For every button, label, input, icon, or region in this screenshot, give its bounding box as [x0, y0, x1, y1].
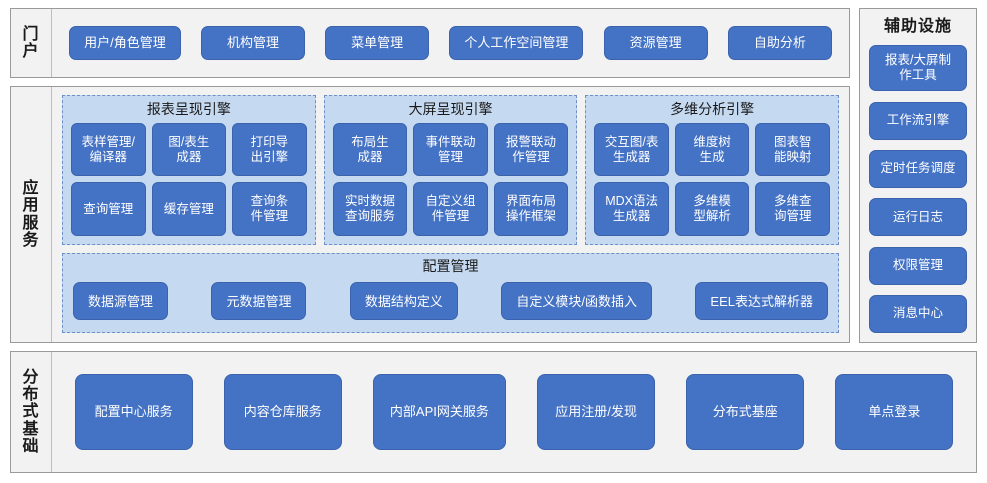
tile-cache-management[interactable]: 缓存管理: [151, 182, 227, 236]
engine-items-multidim-analysis: 交互图/表 生成器 维度树 生成 图表智 能映射 MDX语法 生成器 多维模 型…: [594, 122, 830, 236]
portal-tile-resource-management[interactable]: 资源管理: [603, 26, 708, 60]
application-services-section-label-text: 应用服务: [22, 179, 40, 249]
application-services-body: 报表呈现引擎 表样管理/ 编译器 图/表生 成器 打印导 出引擎 查询管理 缓存…: [52, 87, 849, 342]
portal-tile-user-role-management[interactable]: 用户/角色管理: [69, 26, 181, 60]
tile-event-linkage-management[interactable]: 事件联动 管理: [413, 122, 488, 177]
tile-realtime-data-query-service[interactable]: 实时数据 查询服务: [332, 182, 408, 236]
portal-tile-personal-workspace-management[interactable]: 个人工作空间管理: [449, 26, 584, 60]
tile-content-repository-service[interactable]: 内容仓库服务: [223, 374, 342, 450]
tile-interactive-chart-table-generator[interactable]: 交互图/表 生成器: [594, 122, 669, 177]
tile-data-structure-definition[interactable]: 数据结构定义: [349, 282, 458, 321]
tile-report-bigscreen-authoring-tool[interactable]: 报表/大屏制 作工具: [869, 45, 967, 92]
portal-tile-menu-management[interactable]: 菜单管理: [325, 26, 430, 60]
tile-mdx-syntax-generator[interactable]: MDX语法 生成器: [594, 182, 669, 236]
tile-chart-table-generator[interactable]: 图/表生 成器: [151, 122, 227, 177]
tile-dimension-tree-generation[interactable]: 维度树 生成: [674, 122, 750, 177]
application-services-section-label: 应用服务: [11, 87, 52, 342]
distributed-foundation-section-label: 分布式基础: [11, 352, 52, 472]
tile-distributed-base[interactable]: 分布式基座: [686, 374, 805, 450]
config-management-items: 数据源管理 元数据管理 数据结构定义 自定义模块/函数插入 EEL表达式解析器: [73, 280, 828, 323]
tile-message-center[interactable]: 消息中心: [869, 294, 967, 333]
tile-query-management[interactable]: 查询管理: [71, 182, 146, 236]
auxiliary-facilities-items: 报表/大屏制 作工具 工作流引擎 定时任务调度 运行日志 权限管理 消息中心: [869, 45, 967, 333]
distributed-foundation-section-label-text: 分布式基础: [22, 368, 40, 455]
tile-template-management-compiler[interactable]: 表样管理/ 编译器: [71, 122, 146, 177]
portal-section-label: 门户: [11, 9, 52, 77]
auxiliary-facilities-title: 辅助设施: [883, 18, 952, 35]
tile-scheduled-task-scheduling[interactable]: 定时任务调度: [869, 149, 967, 188]
portal-items: 用户/角色管理 机构管理 菜单管理 个人工作空间管理 资源管理 自助分析: [52, 9, 849, 77]
distributed-foundation-section: 分布式基础 配置中心服务 内容仓库服务 内部API网关服务 应用注册/发现 分布…: [10, 351, 977, 473]
portal-section: 门户 用户/角色管理 机构管理 菜单管理 个人工作空间管理 资源管理 自助分析: [10, 8, 850, 78]
config-management-title: 配置管理: [422, 258, 479, 274]
tile-query-condition-management[interactable]: 查询条 件管理: [232, 182, 307, 236]
top-row: 门户 用户/角色管理 机构管理 菜单管理 个人工作空间管理 资源管理 自助分析 …: [10, 8, 977, 343]
tile-multidim-query-management[interactable]: 多维查 询管理: [755, 182, 830, 236]
tile-workflow-engine[interactable]: 工作流引擎: [869, 101, 967, 140]
auxiliary-facilities-section: 辅助设施 报表/大屏制 作工具 工作流引擎 定时任务调度 运行日志 权限管理 消…: [859, 8, 977, 343]
engine-group-bigscreen-rendering: 大屏呈现引擎 布局生 成器 事件联动 管理 报警联动 作管理 实时数据 查询服务…: [323, 95, 578, 245]
tile-internal-api-gateway-service[interactable]: 内部API网关服务: [372, 374, 506, 450]
engine-items-bigscreen-rendering: 布局生 成器 事件联动 管理 报警联动 作管理 实时数据 查询服务 自定义组 件…: [332, 122, 569, 236]
tile-runtime-log[interactable]: 运行日志: [869, 198, 967, 237]
tile-layout-generator[interactable]: 布局生 成器: [332, 122, 408, 177]
distributed-foundation-items: 配置中心服务 内容仓库服务 内部API网关服务 应用注册/发现 分布式基座 单点…: [52, 352, 976, 472]
left-column: 门户 用户/角色管理 机构管理 菜单管理 个人工作空间管理 资源管理 自助分析 …: [10, 8, 850, 343]
engine-title-multidim-analysis: 多维分析引擎: [670, 101, 755, 117]
engine-title-report-rendering: 报表呈现引擎: [146, 101, 231, 117]
engine-row: 报表呈现引擎 表样管理/ 编译器 图/表生 成器 打印导 出引擎 查询管理 缓存…: [62, 95, 840, 245]
tile-config-center-service[interactable]: 配置中心服务: [74, 374, 193, 450]
tile-chart-smart-mapping[interactable]: 图表智 能映射: [755, 122, 830, 177]
engine-group-report-rendering: 报表呈现引擎 表样管理/ 编译器 图/表生 成器 打印导 出引擎 查询管理 缓存…: [62, 95, 316, 245]
application-services-section: 应用服务 报表呈现引擎 表样管理/ 编译器 图/表生 成器 打印导 出引擎 查询…: [10, 86, 850, 343]
engine-title-bigscreen-rendering: 大屏呈现引擎: [408, 101, 493, 117]
tile-single-sign-on[interactable]: 单点登录: [835, 374, 954, 450]
engine-items-report-rendering: 表样管理/ 编译器 图/表生 成器 打印导 出引擎 查询管理 缓存管理 查询条 …: [71, 122, 307, 236]
tile-metadata-management[interactable]: 元数据管理: [211, 282, 307, 321]
tile-permission-management[interactable]: 权限管理: [869, 246, 967, 285]
portal-tile-org-management[interactable]: 机构管理: [200, 26, 305, 60]
portal-section-label-text: 门户: [22, 25, 40, 60]
tile-custom-component-management[interactable]: 自定义组 件管理: [413, 182, 488, 236]
tile-multidim-model-parsing[interactable]: 多维模 型解析: [674, 182, 750, 236]
tile-print-export-engine[interactable]: 打印导 出引擎: [232, 122, 307, 177]
engine-group-multidim-analysis: 多维分析引擎 交互图/表 生成器 维度树 生成 图表智 能映射 MDX语法 生成…: [585, 95, 840, 245]
tile-ui-layout-operation-framework[interactable]: 界面布局 操作框架: [493, 182, 569, 236]
tile-custom-module-function-insertion[interactable]: 自定义模块/函数插入: [501, 282, 652, 321]
config-management-group: 配置管理 数据源管理 元数据管理 数据结构定义 自定义模块/函数插入 EEL表达…: [62, 253, 839, 333]
portal-tile-self-service-analysis[interactable]: 自助分析: [727, 26, 832, 60]
tile-eel-expression-parser[interactable]: EEL表达式解析器: [695, 282, 828, 321]
tile-alarm-linkage-action-management[interactable]: 报警联动 作管理: [493, 122, 569, 177]
tile-datasource-management[interactable]: 数据源管理: [73, 282, 169, 321]
tile-app-registration-discovery[interactable]: 应用注册/发现: [537, 374, 656, 450]
